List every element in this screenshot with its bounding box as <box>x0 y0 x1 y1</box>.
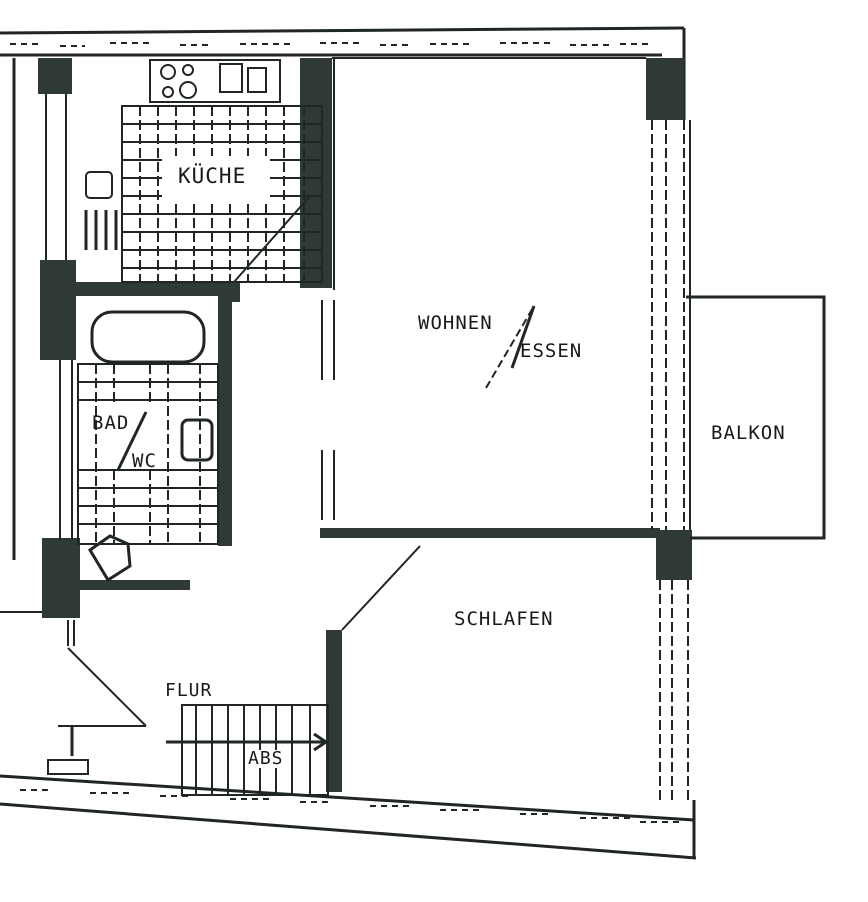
bathroom-fixtures <box>77 310 219 583</box>
room-label-essen: ESSEN <box>520 340 583 362</box>
living-room-outline <box>321 57 691 530</box>
kitchen-fixtures <box>84 59 323 283</box>
exterior-wall-bottom <box>0 759 697 860</box>
room-label-wohnen: WOHNEN <box>418 312 493 334</box>
room-label-flur: FLUR <box>165 680 213 701</box>
room-label-bad: BAD <box>92 412 130 434</box>
stair-label-abs: ABS <box>246 748 286 769</box>
balcony <box>686 295 826 540</box>
bedroom-outline <box>341 545 689 800</box>
exterior-wall-top <box>0 26 686 120</box>
room-label-kueche: KÜCHE <box>178 164 247 188</box>
room-label-wc: WC <box>132 450 157 472</box>
kitchen-tile-grid <box>121 105 323 283</box>
room-label-schlafen: SCHLAFEN <box>454 608 554 630</box>
room-label-balkon: BALKON <box>711 422 786 444</box>
hallway <box>58 620 329 796</box>
